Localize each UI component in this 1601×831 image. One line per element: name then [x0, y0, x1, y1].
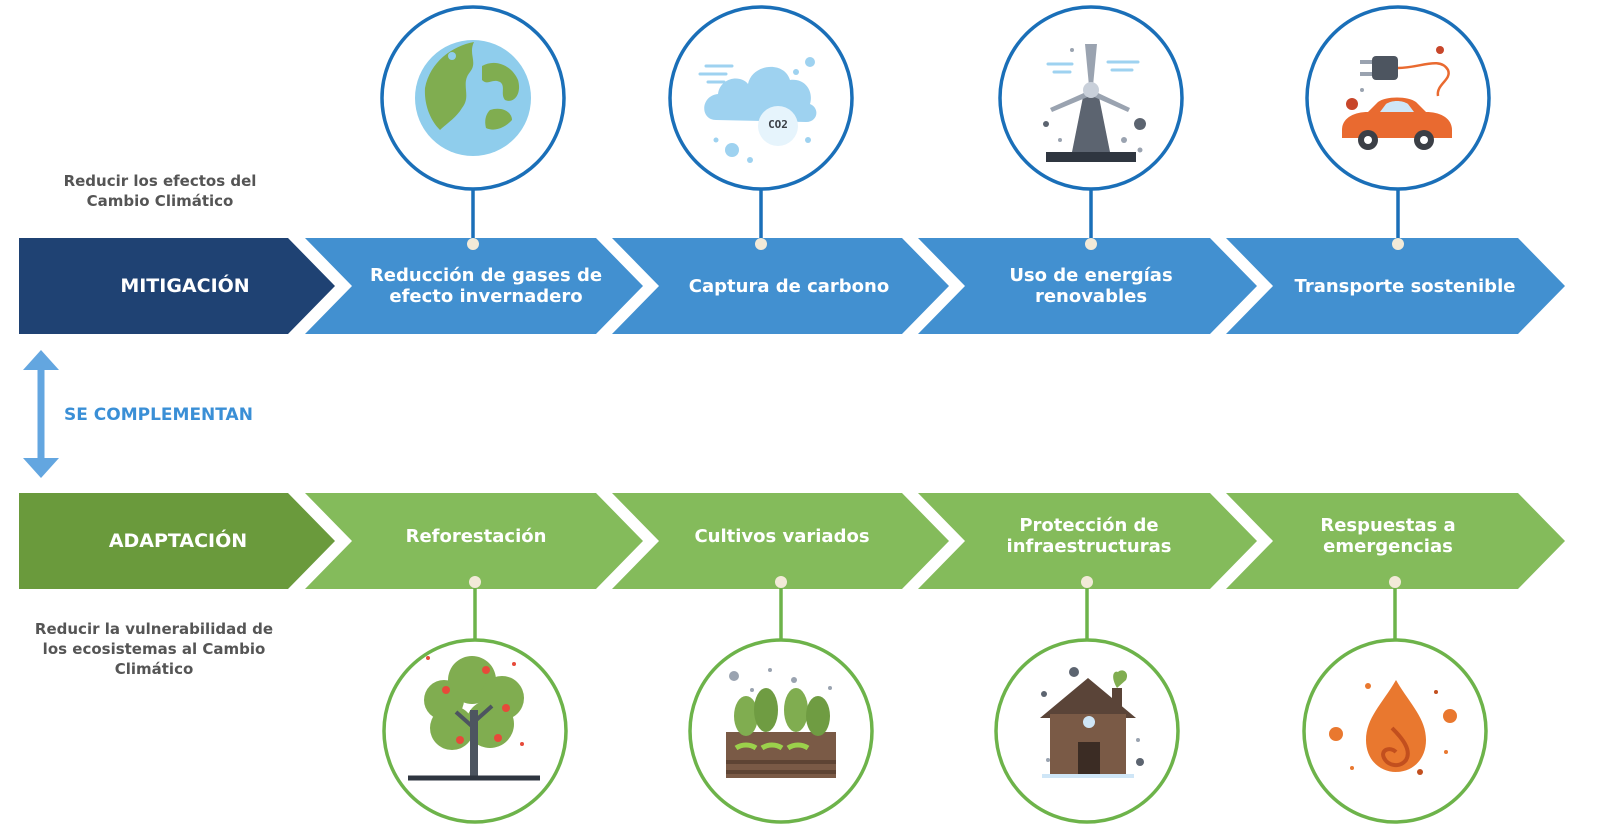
adaptation-step-4-label: Respuestas a emergencias [1320, 515, 1456, 557]
adaptation-header-shape [19, 493, 335, 589]
mitigation-description: Reducir los efectos del Cambio Climático [63, 172, 257, 210]
wind-turbine-icon [998, 5, 1184, 191]
adaptation-description: Reducir la vulnerabilidad de los ecosist… [34, 620, 274, 678]
complement-label: SE COMPLEMENTAN [64, 405, 253, 425]
double-arrow-icon [23, 350, 59, 478]
mitigation-header-shape [19, 238, 335, 334]
tree-icon [382, 638, 568, 824]
co2-cloud-icon [668, 5, 854, 191]
adaptation-step-3-label: Protección de infraestructuras [1006, 515, 1172, 557]
mitigation-step-4-label: Transporte sostenible [1294, 275, 1516, 297]
globe-icon [380, 5, 566, 191]
mitigation-step-2-label: Captura de carbono [688, 275, 890, 297]
adaptation-step-3-shape [918, 493, 1257, 589]
mitigation-step-1-shape [305, 238, 643, 334]
co2-label: CO2 [768, 118, 788, 131]
adaptation-step-1-label: Reforestación [405, 525, 547, 547]
adaptation-step-1-shape [305, 493, 643, 589]
adaptation-step-4-shape [1226, 493, 1565, 589]
adaptation-step-2-label: Cultivos variados [694, 525, 870, 547]
adaptation-title: ADAPTACIÓN [108, 529, 248, 552]
mitigation-title: MITIGACIÓN [120, 274, 250, 297]
mitigation-step-3-label: Uso de energías renovables [1009, 265, 1173, 307]
mitigation-step-3-shape [918, 238, 1257, 334]
adaptation-step-2-shape [612, 493, 949, 589]
house-icon [994, 638, 1180, 824]
fire-drop-icon [1302, 638, 1488, 824]
crops-icon [688, 638, 874, 824]
electric-car-icon [1305, 5, 1491, 191]
mitigation-step-1-label: Reducción de gases de efecto invernadero [369, 265, 603, 307]
mitigation-step-2-shape [612, 238, 949, 334]
mitigation-step-4-shape [1226, 238, 1565, 334]
